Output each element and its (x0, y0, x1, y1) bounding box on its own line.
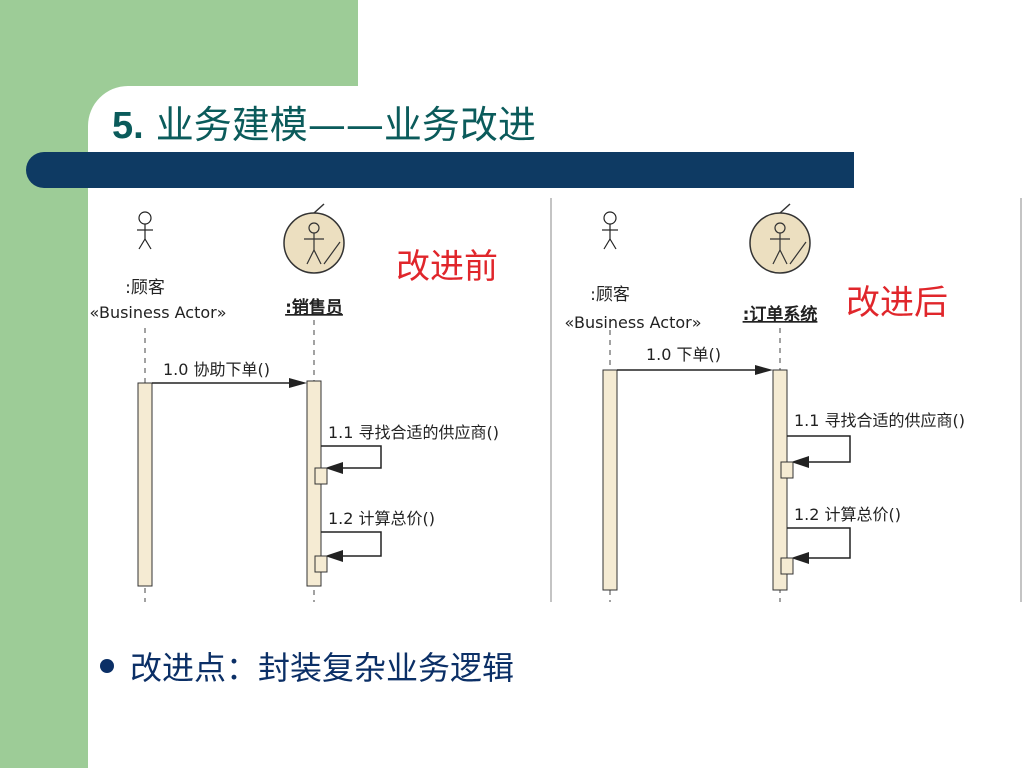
nested-activation (314, 467, 328, 485)
message-label: 1.0 协助下单() (163, 360, 270, 379)
message-label: 1.2 计算总价() (328, 509, 435, 528)
after-caption: 改进后 (846, 283, 948, 323)
title-dash: —— (307, 103, 384, 147)
business-worker-icon (749, 203, 811, 274)
message-label: 1.0 下单() (646, 345, 721, 364)
actor-name: :顾客 (125, 278, 165, 298)
arrowhead (325, 462, 343, 474)
self-message-arrow (787, 527, 851, 559)
arrowhead (791, 552, 809, 564)
actor-stereotype: «Business Actor» (564, 313, 701, 332)
self-message-arrow (787, 435, 851, 463)
worker-name: :订单系统 (743, 304, 818, 325)
arrowhead (325, 550, 343, 562)
nested-activation (780, 557, 794, 575)
self-message-arrow (321, 531, 382, 557)
message-label: 1.2 计算总价() (794, 505, 901, 524)
actor-activation (137, 382, 153, 587)
actor-activation (602, 369, 618, 591)
message-label: 1.1 寻找合适的供应商() (794, 411, 965, 430)
business-worker-icon (283, 203, 345, 274)
title-number: 5. (112, 105, 144, 147)
arrowhead (755, 365, 773, 375)
bullet-item: 改进点：封装复杂业务逻辑 (100, 644, 514, 688)
worker-name: :销售员 (285, 297, 343, 318)
title-underline-bar (26, 152, 854, 188)
nested-activation (780, 461, 794, 479)
title-sub: 业务改进 (383, 103, 536, 147)
self-message-arrow (321, 445, 382, 469)
message-label: 1.1 寻找合适的供应商() (328, 423, 499, 442)
business-actor-icon (602, 211, 618, 250)
worker-activation (772, 369, 788, 591)
actor-stereotype: «Business Actor» (89, 303, 226, 322)
actor-name: :顾客 (590, 285, 630, 305)
title-main: 业务建模 (155, 103, 308, 147)
arrowhead (791, 456, 809, 468)
business-actor-icon (137, 211, 153, 250)
bullet-text: 改进点：封装复杂业务逻辑 (130, 649, 515, 687)
diagram-before: :顾客 «Business Actor» :销售员 改进前 1.0 协助下 (89, 203, 499, 602)
arrowhead (289, 378, 307, 388)
sequence-diagrams: :顾客 «Business Actor» :销售员 改进前 1.0 协助下 (89, 198, 1022, 602)
bullet-dot-icon (100, 659, 114, 673)
diagram-after: :顾客 «Business Actor» :订单系统 改进后 1.0 下单() … (564, 203, 965, 602)
slide-title: 5. 业务建模——业务改进 (112, 94, 536, 149)
nested-activation (314, 555, 328, 573)
before-caption: 改进前 (396, 247, 498, 287)
